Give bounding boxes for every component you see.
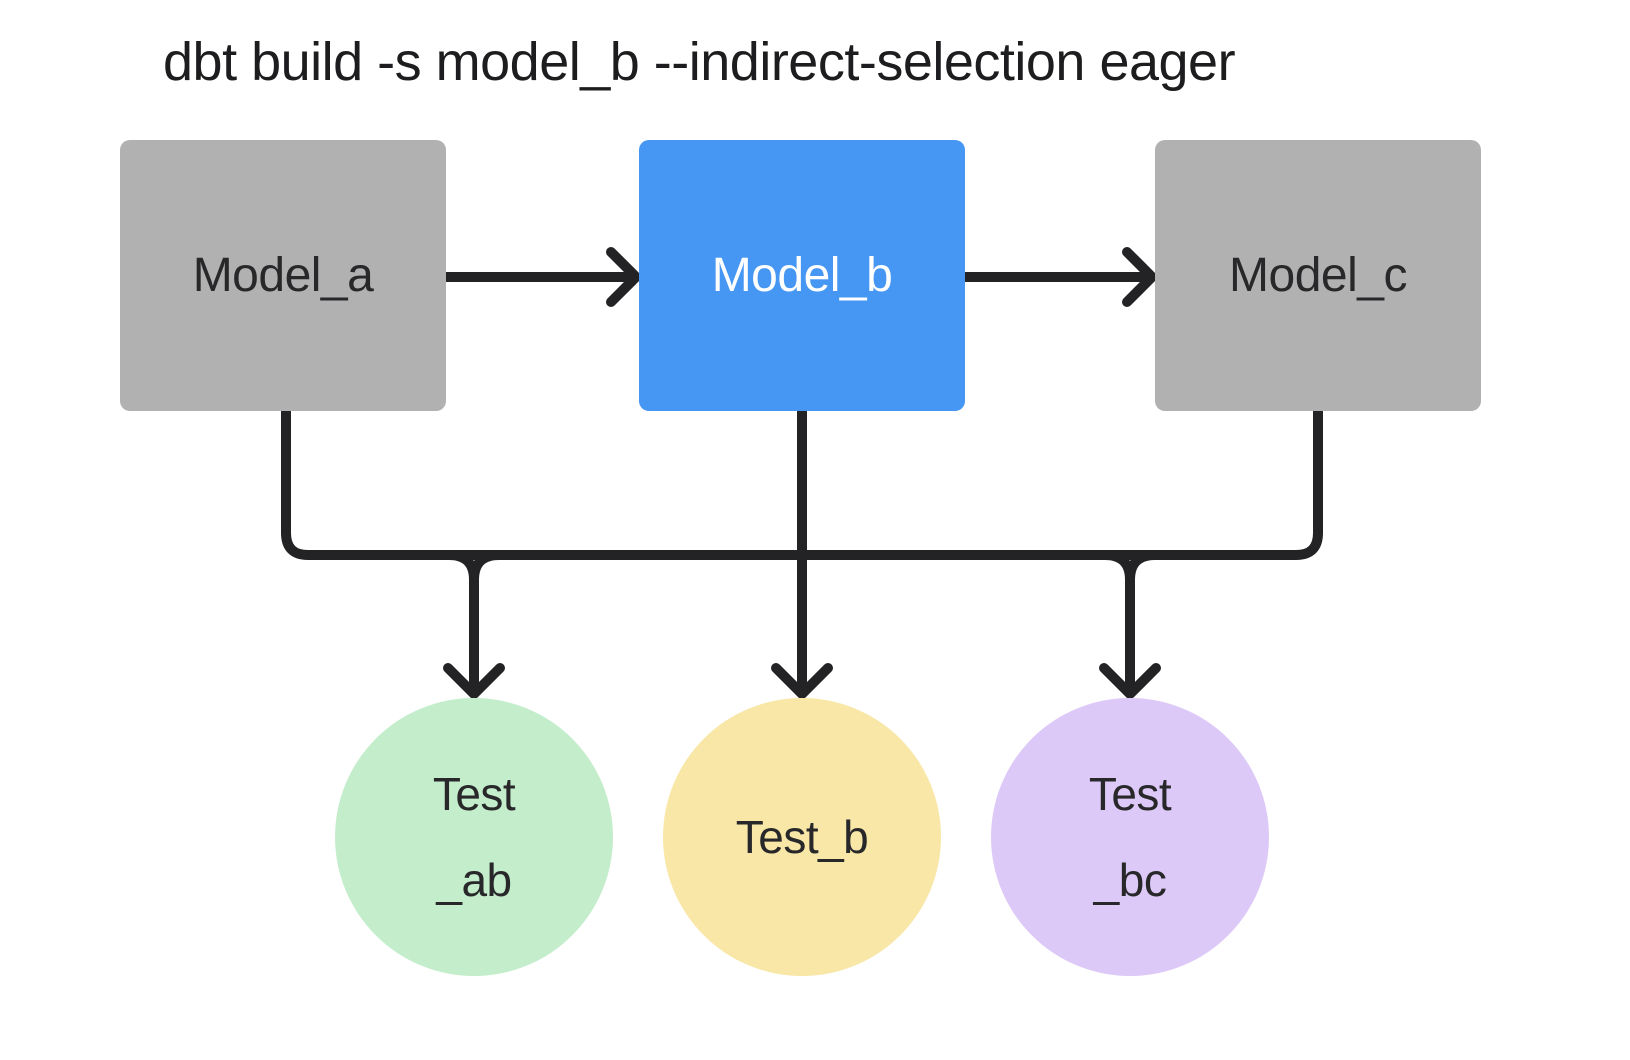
node-model-b: Model_b [639, 140, 965, 411]
node-test-bc-label-line2: _bc [1093, 854, 1167, 906]
edge-drop-to-test-b [771, 406, 833, 699]
node-model-c-label: Model_c [1229, 249, 1407, 302]
edge-drop-to-test-bc [1099, 550, 1161, 699]
node-model-a: Model_a [120, 140, 446, 411]
node-test-b-label: Test_b [735, 811, 869, 863]
edge-drop-to-test-ab [443, 550, 505, 699]
node-test-ab-label-line1: Test [432, 768, 516, 820]
edge-model-b-to-model-c [960, 247, 1157, 307]
node-model-c: Model_c [1155, 140, 1481, 411]
node-test-ab: Test _ab [335, 698, 613, 976]
edge-model-a-to-model-b [441, 247, 641, 307]
node-test-bc: Test _bc [991, 698, 1269, 976]
diagram-title: dbt build -s model_b --indirect-selectio… [163, 32, 1236, 92]
node-test-bc-label-line1: Test [1088, 768, 1172, 820]
node-test-ab-label-line2: _ab [436, 854, 512, 906]
edge-trunk-models-to-tests [281, 406, 1323, 560]
node-model-a-label: Model_a [192, 249, 374, 302]
node-test-b: Test_b [663, 698, 941, 976]
node-model-b-label: Model_b [711, 249, 893, 302]
